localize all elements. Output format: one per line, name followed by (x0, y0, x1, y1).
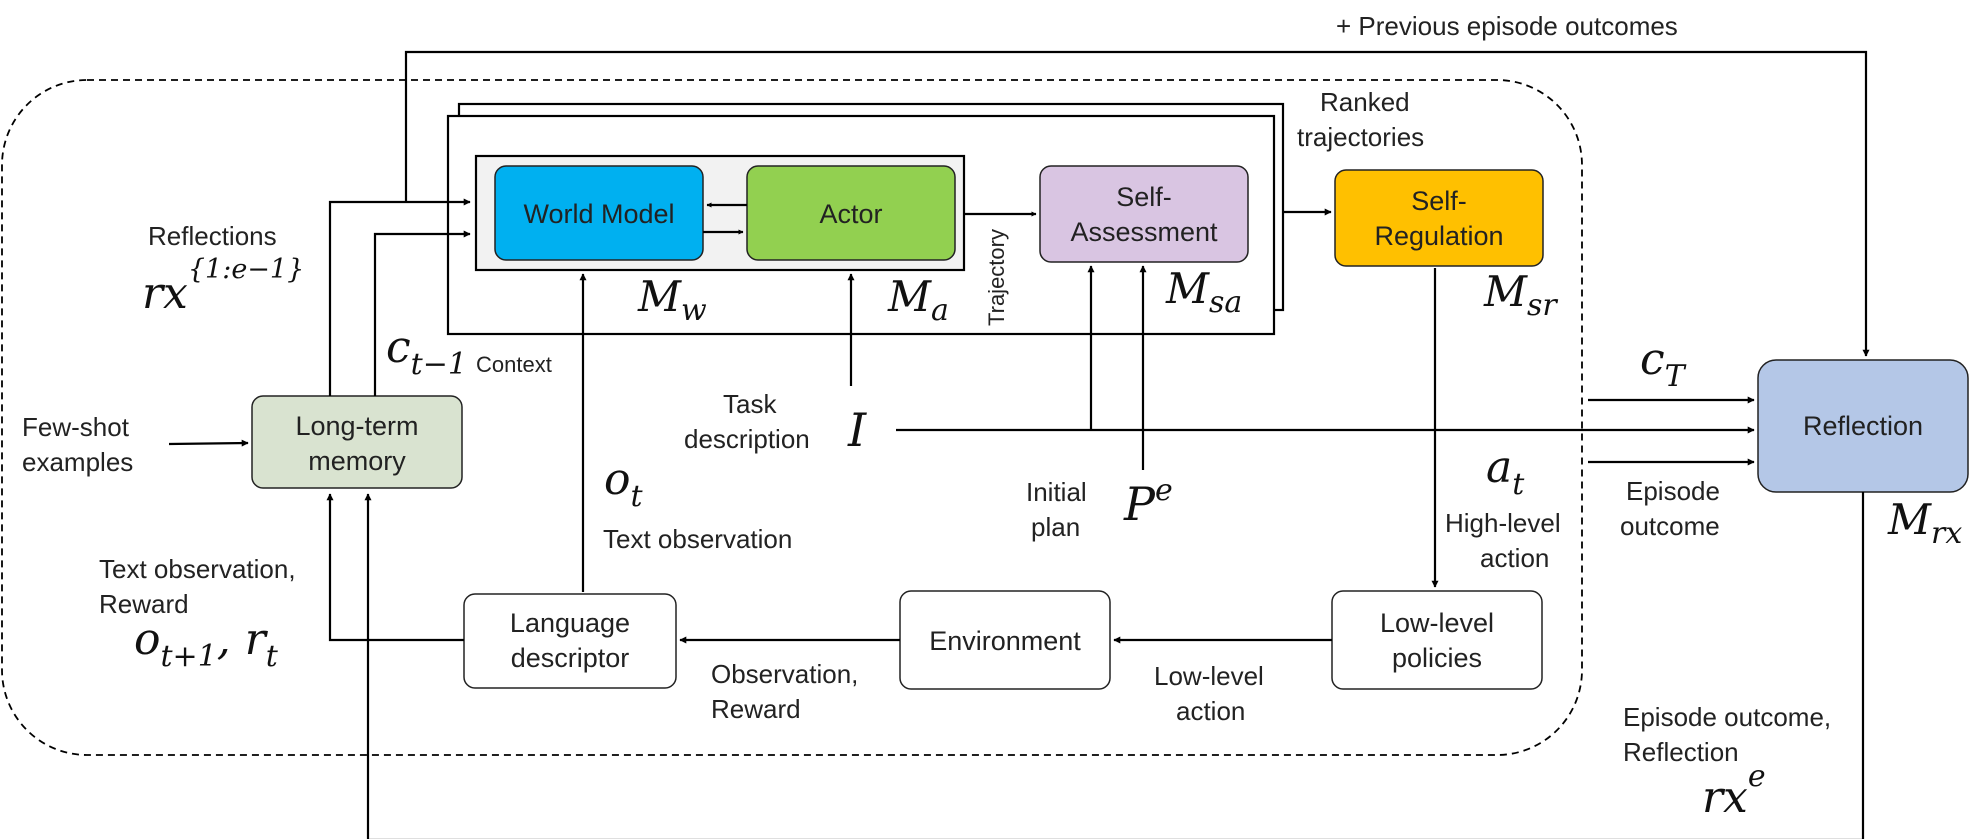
few-shot-label-1: Few-shot (22, 412, 130, 442)
episode-outcome-reflection-label-2: Reflection (1623, 737, 1739, 767)
o-t-symbol: ot (604, 454, 644, 514)
few-shot-label-2: examples (22, 447, 133, 477)
arrow-context (373, 230, 471, 396)
observation-reward-label-1: Observation, (711, 659, 858, 689)
a-t-symbol: at (1486, 442, 1525, 502)
o-next-r-symbol: ot+1, rt (134, 614, 279, 674)
long-term-memory-box (251, 395, 463, 489)
task-symbol: I (847, 403, 867, 457)
language-descriptor-label-1: Language (510, 608, 630, 638)
self-assessment-label-1: Self- (1116, 182, 1172, 212)
arrow-few-shot (168, 439, 249, 447)
low-level-action-label-2: action (1176, 696, 1245, 726)
self-assessment-box (1039, 165, 1249, 263)
text-obs-reward-label-1: Text observation, (99, 554, 296, 584)
long-term-memory-label-1: Long-term (295, 411, 418, 441)
long-term-memory-label-2: memory (308, 446, 406, 476)
low-level-policies-box (1331, 590, 1543, 690)
agent-boundary (1, 79, 1583, 756)
low-level-policies-label-1: Low-level (1380, 608, 1494, 638)
context-label: Context (476, 352, 552, 377)
low-level-action-label-1: Low-level (1154, 661, 1264, 691)
m-rx-symbol: Mrx (1887, 495, 1962, 551)
low-level-policies-label-2: policies (1392, 643, 1482, 673)
arrow-previous-outcomes (404, 50, 1870, 357)
previous-outcomes-label: + Previous episode outcomes (1336, 11, 1678, 41)
episode-outcome-label-1: Episode (1626, 476, 1720, 506)
world-model-label: World Model (523, 199, 674, 229)
reflection-label: Reflection (1803, 411, 1923, 441)
self-regulation-label-2: Regulation (1374, 221, 1503, 251)
actor-label: Actor (819, 199, 882, 229)
plan-symbol: Pe (1123, 473, 1173, 531)
episode-outcome-label-2: outcome (1620, 511, 1720, 541)
connectors (168, 50, 1870, 839)
rx-previous-symbol: rx{1:e−1} (142, 254, 304, 319)
m-sr-symbol: Msr (1483, 267, 1558, 323)
arrow-text-obs-reward (326, 493, 464, 642)
high-level-action-label-1: High-level (1445, 508, 1561, 538)
episode-outcome-reflection-label-1: Episode outcome, (1623, 702, 1831, 732)
ranked-trajectories-label-2: trajectories (1297, 122, 1424, 152)
self-regulation-box (1334, 169, 1544, 267)
high-level-action-label-2: action (1480, 543, 1549, 573)
initial-plan-label-1: Initial (1026, 477, 1087, 507)
reflections-label: Reflections (148, 221, 277, 251)
actor-box (746, 165, 956, 261)
arrow-episode-reflection (368, 492, 1865, 839)
environment-label: Environment (929, 626, 1081, 656)
arrow-reflections (328, 198, 471, 396)
m-w-symbol: Mw (637, 272, 707, 328)
m-a-symbol: Ma (887, 272, 949, 328)
self-regulation-label-1: Self- (1411, 186, 1467, 216)
m-sa-symbol: Msa (1165, 264, 1242, 320)
task-description-label-1: Task (723, 389, 777, 419)
observation-reward-label-2: Reward (711, 694, 801, 724)
task-description-label-2: description (684, 424, 810, 454)
text-obs-reward-label-2: Reward (99, 589, 189, 619)
c-previous-symbol: ct−1 (386, 322, 467, 382)
text-observation-label: Text observation (603, 524, 792, 554)
world-model-box (494, 165, 704, 261)
ranked-trajectories-label-1: Ranked (1320, 87, 1410, 117)
self-assessment-label-2: Assessment (1070, 217, 1218, 247)
trajectory-label: Trajectory (984, 229, 1009, 326)
c-T-symbol: cT (1640, 334, 1687, 394)
language-descriptor-label-2: descriptor (511, 643, 630, 673)
rx-e-symbol: rxe (1702, 759, 1766, 823)
initial-plan-label-2: plan (1031, 512, 1080, 542)
